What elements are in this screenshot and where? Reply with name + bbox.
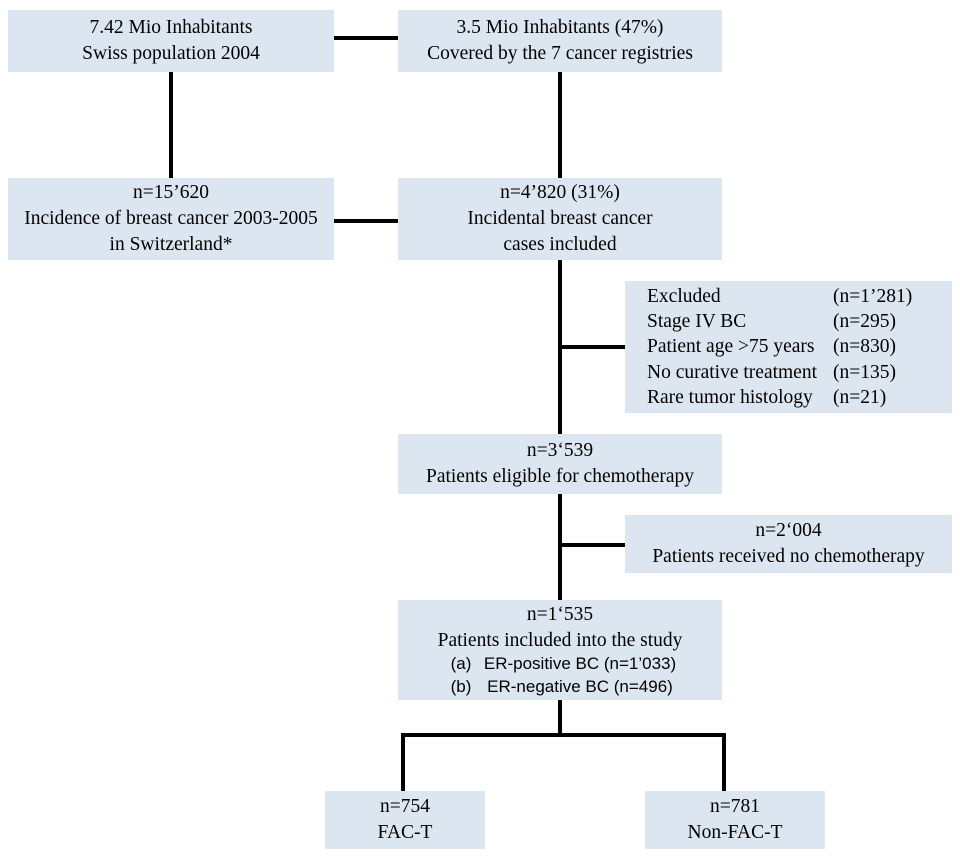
node-eligible-line1: n=3‘539 bbox=[526, 440, 594, 462]
excluded-row-1: Stage IV BC (n=295) bbox=[647, 309, 946, 334]
node-no-chemo-line1: n=2‘004 bbox=[755, 520, 822, 542]
study-subitem-a-tag: (a) bbox=[450, 654, 472, 674]
node-eligible-for-chemotherapy: n=3‘539 Patients eligible for chemothera… bbox=[398, 434, 722, 494]
node-incidental-cases-included: n=4’820 (31%) Incidental breast cancer c… bbox=[398, 178, 722, 260]
connector-fork-left-drop bbox=[401, 733, 405, 791]
study-subitem-a: (a) ER-positive BC (n=1’033) bbox=[441, 653, 679, 675]
excluded-label-0: Excluded bbox=[647, 285, 721, 307]
node-non-fac-t-line1: n=781 bbox=[710, 796, 760, 818]
connector-spine-to-no-chemo bbox=[558, 543, 625, 547]
node-fac-t-line1: n=754 bbox=[380, 796, 430, 818]
node-covered-line1: 3.5 Mio Inhabitants (47%) bbox=[456, 17, 664, 39]
node-swiss-population-line1: 7.42 Mio Inhabitants bbox=[89, 17, 253, 39]
node-included-line1: n=4’820 (31%) bbox=[500, 182, 620, 204]
node-study-line2: Patients included into the study bbox=[437, 629, 683, 651]
excluded-row-2: Patient age >75 years (n=830) bbox=[647, 334, 946, 359]
connector-population-to-incidence bbox=[169, 71, 173, 178]
excluded-count-3: (n=135) bbox=[833, 361, 896, 383]
excluded-row-3: No curative treatment (n=135) bbox=[647, 360, 946, 385]
node-eligible-line2: Patients eligible for chemotherapy bbox=[425, 466, 695, 487]
node-covered-by-registries: 3.5 Mio Inhabitants (47%) Covered by the… bbox=[398, 10, 722, 72]
connector-study-to-fork bbox=[558, 700, 562, 737]
excluded-row-0: Excluded (n=1’281) bbox=[647, 284, 946, 309]
excluded-row-4: Rare tumor histology (n=21) bbox=[647, 385, 946, 410]
excluded-count-0: (n=1’281) bbox=[833, 285, 913, 307]
node-received-no-chemotherapy: n=2‘004 Patients received no chemotherap… bbox=[625, 515, 952, 573]
node-fac-t-line2: FAC-T bbox=[377, 822, 433, 843]
connector-covered-to-included bbox=[558, 71, 562, 178]
node-incidence-line1: n=15’620 bbox=[133, 182, 209, 204]
connector-incidence-to-included bbox=[334, 219, 398, 223]
node-included-into-study: n=1‘535 Patients included into the study… bbox=[398, 600, 722, 700]
excluded-count-1: (n=295) bbox=[833, 310, 896, 332]
connector-population-to-covered bbox=[334, 36, 398, 40]
node-included-line2: Incidental breast cancer cases included bbox=[467, 208, 653, 255]
study-subitem-b-text: ER-negative BC (n=496) bbox=[487, 676, 673, 696]
study-subitem-a-text: ER-positive BC (n=1’033) bbox=[483, 654, 677, 674]
connector-fork-right-drop bbox=[722, 733, 726, 791]
excluded-count-2: (n=830) bbox=[833, 336, 896, 358]
connector-eligible-to-study bbox=[558, 494, 562, 600]
node-covered-line2: Covered by the 7 cancer registries bbox=[427, 43, 693, 64]
connector-spine-to-excluded bbox=[558, 345, 625, 349]
excluded-label-1: Stage IV BC bbox=[647, 310, 747, 332]
node-swiss-population-line2: Swiss population 2004 bbox=[82, 43, 260, 64]
excluded-count-4: (n=21) bbox=[833, 387, 887, 409]
study-subitem-b-tag: (b) bbox=[450, 676, 472, 696]
study-subitem-b: (b) ER-negative BC (n=496) bbox=[441, 676, 679, 698]
excluded-label-3: No curative treatment bbox=[647, 361, 818, 383]
node-excluded-criteria: Excluded (n=1’281) Stage IV BC (n=295) P… bbox=[625, 281, 952, 413]
excluded-label-2: Patient age >75 years bbox=[647, 336, 815, 358]
node-study-line1: n=1‘535 bbox=[526, 603, 594, 625]
node-swiss-population: 7.42 Mio Inhabitants Swiss population 20… bbox=[8, 10, 334, 72]
node-incidence-line2: Incidence of breast cancer 2003-2005 in … bbox=[24, 208, 318, 255]
node-breast-cancer-incidence: n=15’620 Incidence of breast cancer 2003… bbox=[8, 178, 334, 260]
node-no-chemo-line2: Patients received no chemotherapy bbox=[652, 546, 925, 567]
node-non-fac-t-arm: n=781 Non-FAC-T bbox=[645, 791, 825, 849]
node-non-fac-t-line2: Non-FAC-T bbox=[687, 822, 783, 843]
excluded-label-4: Rare tumor histology bbox=[647, 387, 813, 409]
node-fac-t-arm: n=754 FAC-T bbox=[325, 791, 485, 849]
connector-fork-bar bbox=[401, 733, 726, 737]
